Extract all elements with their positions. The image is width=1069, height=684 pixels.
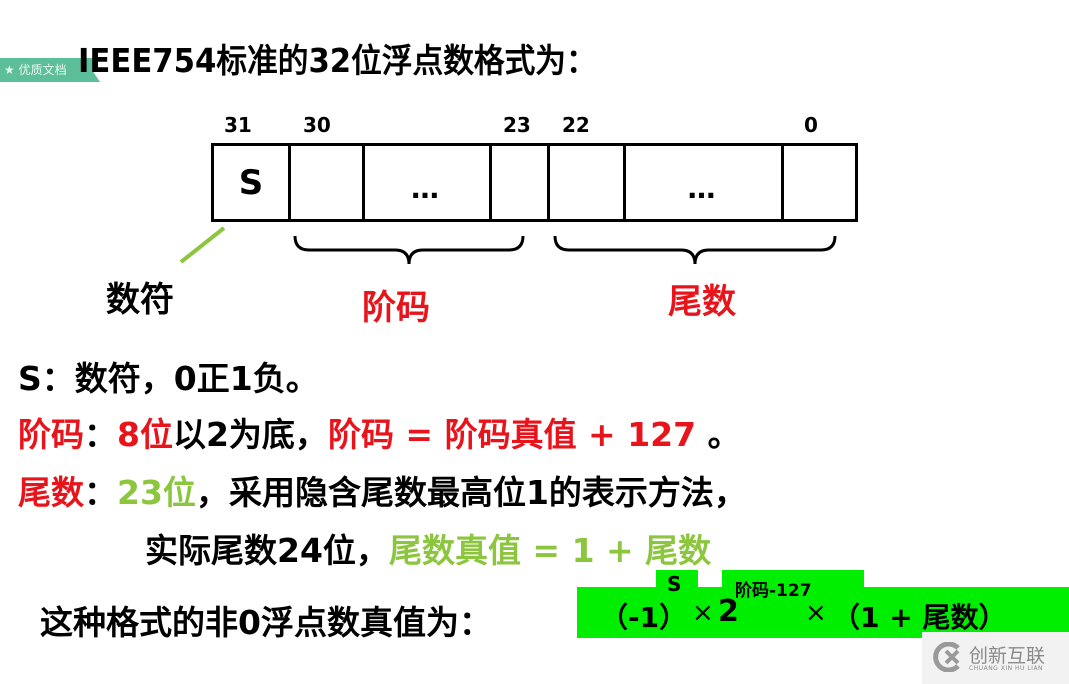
- bit-label-23: 23: [503, 113, 531, 137]
- exponent-description: 阶码：8位以2为底，阶码 = 阶码真值 + 127 。: [18, 415, 741, 454]
- sign-bit-cell: S: [214, 146, 291, 219]
- formula-sup-s: S: [667, 572, 682, 596]
- quality-doc-badge: ★ 优质文档: [0, 58, 100, 82]
- bit-label-30: 30: [303, 113, 331, 137]
- exponent-cell-30: [291, 146, 365, 219]
- watermark: 创新互联 CHUANG XIN HU LIAN: [922, 632, 1069, 684]
- mantissa-cell-dots: …: [626, 146, 784, 219]
- formula-times2: ×: [805, 598, 827, 628]
- watermark-name: 创新互联: [969, 645, 1046, 667]
- mantissa-brace-icon: [553, 235, 837, 265]
- bit-label-0: 0: [804, 113, 818, 137]
- exponent-cell-dots: …: [365, 146, 492, 219]
- mantissa-label: 尾数: [668, 282, 736, 322]
- watermark-pinyin: CHUANG XIN HU LIAN: [969, 665, 1044, 672]
- value-formula-prefix: 这种格式的非0浮点数真值为：: [40, 603, 492, 642]
- exponent-cell-23: [492, 146, 550, 219]
- formula-times1: ×: [692, 598, 714, 628]
- formula-base2: 2: [718, 594, 739, 629]
- star-icon: ★: [4, 63, 15, 77]
- formula-base1: （-1）: [600, 601, 688, 634]
- sign-description: S：数符，0正1负。: [18, 359, 319, 398]
- exponent-brace-icon: [293, 235, 525, 265]
- bit-label-22: 22: [562, 113, 590, 137]
- bit-label-31: 31: [224, 113, 252, 137]
- chuangxin-logo-icon: [933, 642, 960, 672]
- mantissa-cell-22: [550, 146, 626, 219]
- value-formula-box: [577, 587, 1069, 638]
- formula-sup-exponent: 阶码-127: [735, 581, 812, 601]
- mantissa-description: 尾数：23位，采用隐含尾数最高位1的表示方法，: [18, 473, 747, 512]
- sign-pointer-line: [179, 226, 226, 264]
- exponent-label: 阶码: [362, 288, 430, 328]
- sign-label: 数符: [106, 280, 174, 320]
- mantissa-description-line2: 实际尾数24位，尾数真值 = 1 + 尾数: [145, 531, 712, 570]
- page-title: IEEE754标准的32位浮点数格式为：: [78, 41, 597, 80]
- formula-tail: （1 + 尾数）: [832, 601, 1007, 634]
- badge-label: 优质文档: [18, 63, 67, 77]
- bit-layout-diagram: S … …: [211, 143, 858, 222]
